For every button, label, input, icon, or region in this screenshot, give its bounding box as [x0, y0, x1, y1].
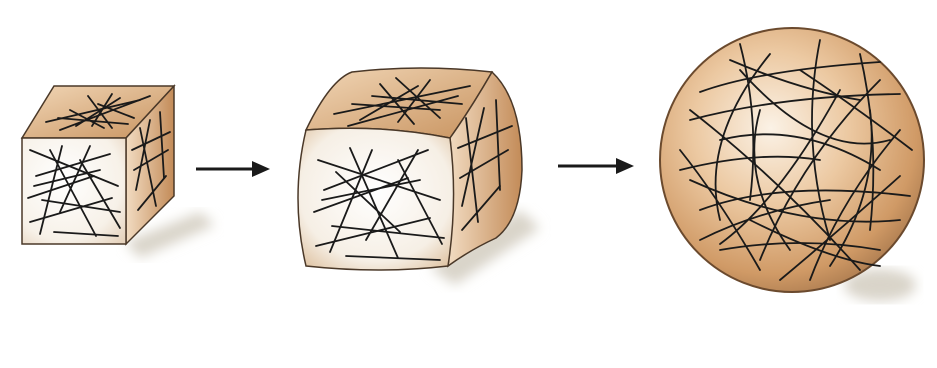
sphere-body [660, 28, 924, 292]
sphere-stage [660, 28, 924, 301]
cube-stage [22, 86, 215, 258]
rounded-cube-front-face [298, 128, 454, 270]
rounded-cube-stage [298, 68, 540, 285]
arrow-2 [558, 158, 634, 174]
arrow-1 [196, 161, 270, 177]
